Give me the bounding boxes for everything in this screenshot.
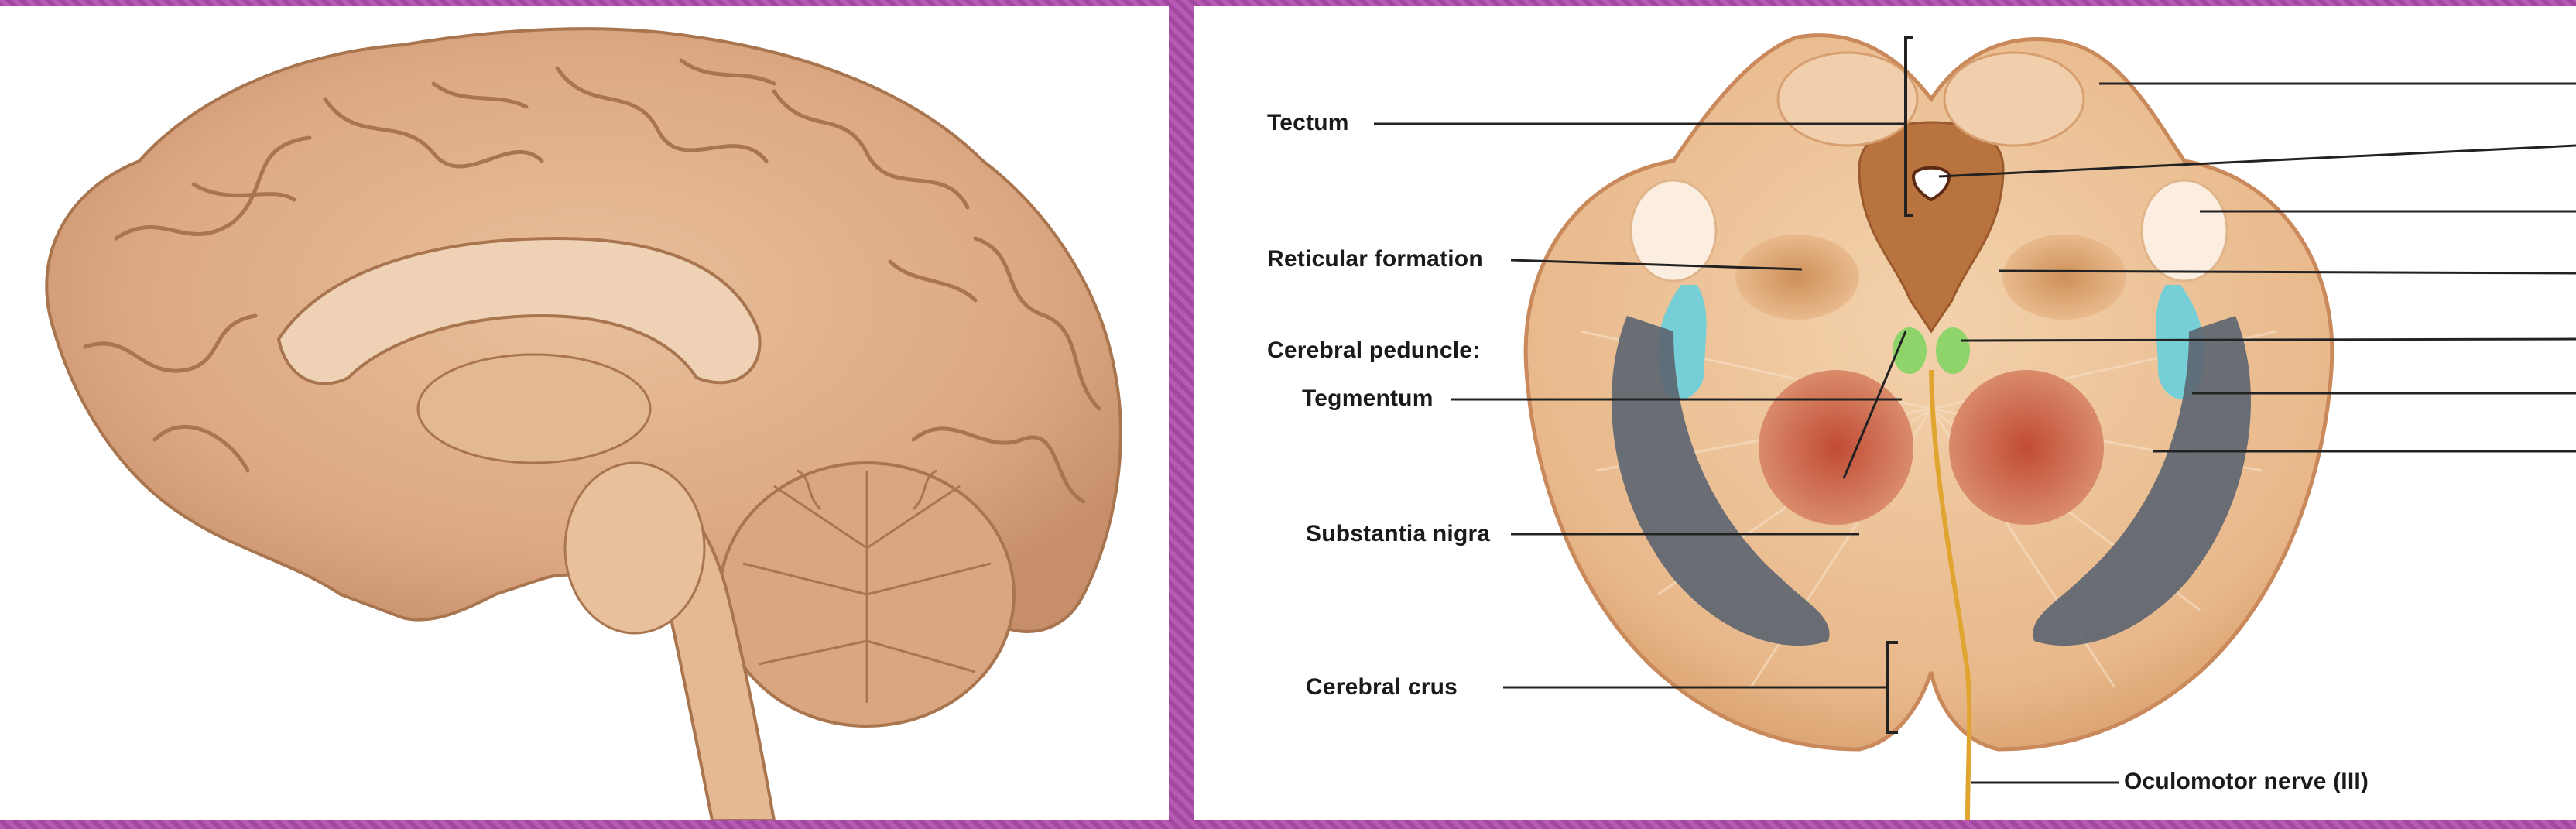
- midbrain-diagram-panel: Tectum Reticular formation Cerebral pedu…: [1194, 6, 2576, 820]
- tectum-bracket: [1904, 36, 1913, 217]
- brain-photo-panel: [0, 6, 1169, 820]
- label-substantia-nigra: Substantia nigra: [1306, 521, 1491, 546]
- oculomotor-nucleus: [1893, 327, 1927, 374]
- label-tegmentum: Tegmentum: [1302, 385, 1434, 411]
- label-tectum: Tectum: [1267, 110, 1349, 135]
- corpus-callosum: [276, 236, 762, 385]
- red-nucleus: [1759, 370, 1913, 525]
- oculomotor-nerve: [1929, 369, 1972, 820]
- label-oculomotor-nerve: Oculomotor nerve (III): [2124, 769, 2369, 794]
- midbrain-cross-section: [1374, 33, 2576, 820]
- brain-midsagittal-illustration: [45, 27, 1122, 820]
- reticular-formation: [1735, 235, 1859, 320]
- label-cerebral-crus: Cerebral crus: [1306, 674, 1458, 700]
- label-cerebral-peduncle: Cerebral peduncle:: [1267, 337, 1481, 363]
- label-reticular-formation: Reticular formation: [1267, 246, 1483, 272]
- medial-geniculate: [1629, 179, 1718, 283]
- cerebellum: [718, 461, 1016, 728]
